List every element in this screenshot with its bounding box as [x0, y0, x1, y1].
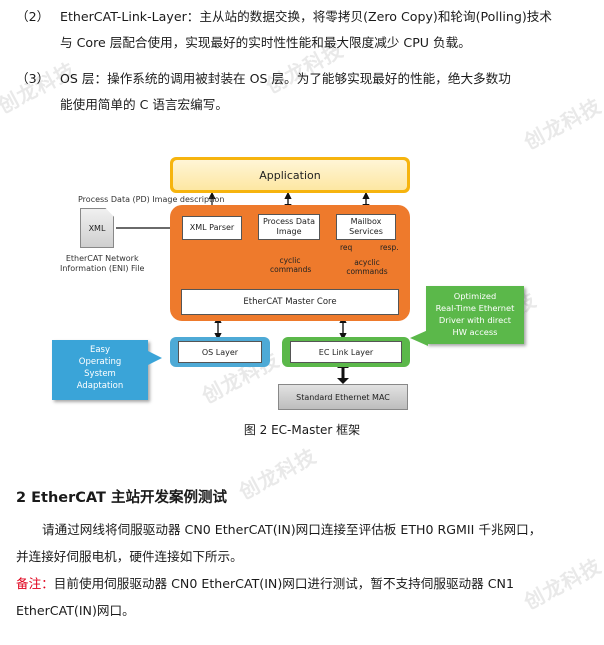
item-number: （2） — [16, 9, 50, 24]
cyclic-commands-label: cyclic commands — [270, 256, 312, 274]
req-label: req — [340, 243, 353, 252]
paragraph-text: EtherCAT-Link-Layer：主从站的数据交换，将零拷贝(Zero C… — [60, 9, 552, 24]
os-layer-box: OS Layer — [170, 337, 270, 367]
note-text: EtherCAT(IN)网口。 — [16, 603, 135, 618]
master-core-box: EtherCAT Master Core — [181, 289, 399, 315]
ec-master-diagram: Application Process Data (PD) Image desc… — [52, 157, 524, 410]
xml-parser-box: XML Parser — [182, 216, 242, 240]
paragraph-link-layer: （2） EtherCAT-Link-Layer：主从站的数据交换，将零拷贝(Zer… — [16, 4, 590, 56]
process-data-image-box: Process Data Image — [258, 214, 320, 240]
eni-file-label: EtherCAT Network Information (ENI) File — [60, 254, 145, 273]
ec-link-layer-label: EC Link Layer — [290, 341, 402, 363]
blue-callout-pointer — [146, 350, 162, 366]
paragraph-os-layer: （3） OS 层：操作系统的调用被封装在 OS 层。为了能够实现最好的性能，绝大多… — [16, 66, 590, 118]
ec-link-layer-box: EC Link Layer — [282, 337, 410, 367]
paragraph-text: OS 层：操作系统的调用被封装在 OS 层。为了能够实现最好的性能，绝大多数功 — [60, 71, 511, 86]
green-callout — [426, 286, 524, 344]
resp-label: resp. — [380, 243, 399, 252]
green-callout-pointer — [410, 330, 428, 346]
green-callout-text: Optimized Real-Time Ethernet Driver with… — [435, 291, 515, 337]
os-layer-label: OS Layer — [178, 341, 262, 363]
acyclic-commands-label: acyclic commands — [346, 258, 388, 276]
watermark: 创龙科技 — [234, 443, 321, 505]
application-box: Application — [170, 157, 410, 193]
body-paragraph: 请通过网线将伺服驱动器 CN0 EtherCAT(IN)网口连接至评估板 ETH… — [16, 516, 590, 570]
ethernet-mac-box: Standard Ethernet MAC — [278, 384, 408, 410]
process-data-description: Process Data (PD) Image description — [78, 195, 225, 204]
mailbox-services-box: Mailbox Services — [336, 214, 396, 240]
figure-caption: 图 2 EC-Master 框架 — [243, 423, 361, 437]
paragraph-text: 与 Core 层配合使用，实现最好的实时性性能和最大限度减少 CPU 负载。 — [60, 35, 471, 50]
xml-file-icon: XML — [80, 208, 114, 248]
body-line: 并连接好伺服电机，硬件连接如下所示。 — [16, 549, 243, 564]
item-number: （3） — [16, 71, 50, 86]
xml-icon-label: XML — [88, 223, 106, 233]
body-line: 请通过网线将伺服驱动器 CN0 EtherCAT(IN)网口连接至评估板 ETH… — [42, 522, 542, 537]
blue-callout — [52, 340, 148, 400]
note-paragraph: 备注：目前使用伺服驱动器 CN0 EtherCAT(IN)网口进行测试，暂不支持… — [16, 570, 590, 624]
note-label: 备注： — [16, 576, 54, 591]
paragraph-text: 能使用简单的 C 语言宏编写。 — [60, 97, 228, 112]
section-title: 2 EtherCAT 主站开发案例测试 — [16, 490, 227, 506]
blue-callout-text: Easy Operating System Adaptation — [76, 345, 124, 391]
application-label: Application — [173, 160, 407, 190]
note-text: 目前使用伺服驱动器 CN0 EtherCAT(IN)网口进行测试，暂不支持伺服驱… — [53, 576, 514, 591]
